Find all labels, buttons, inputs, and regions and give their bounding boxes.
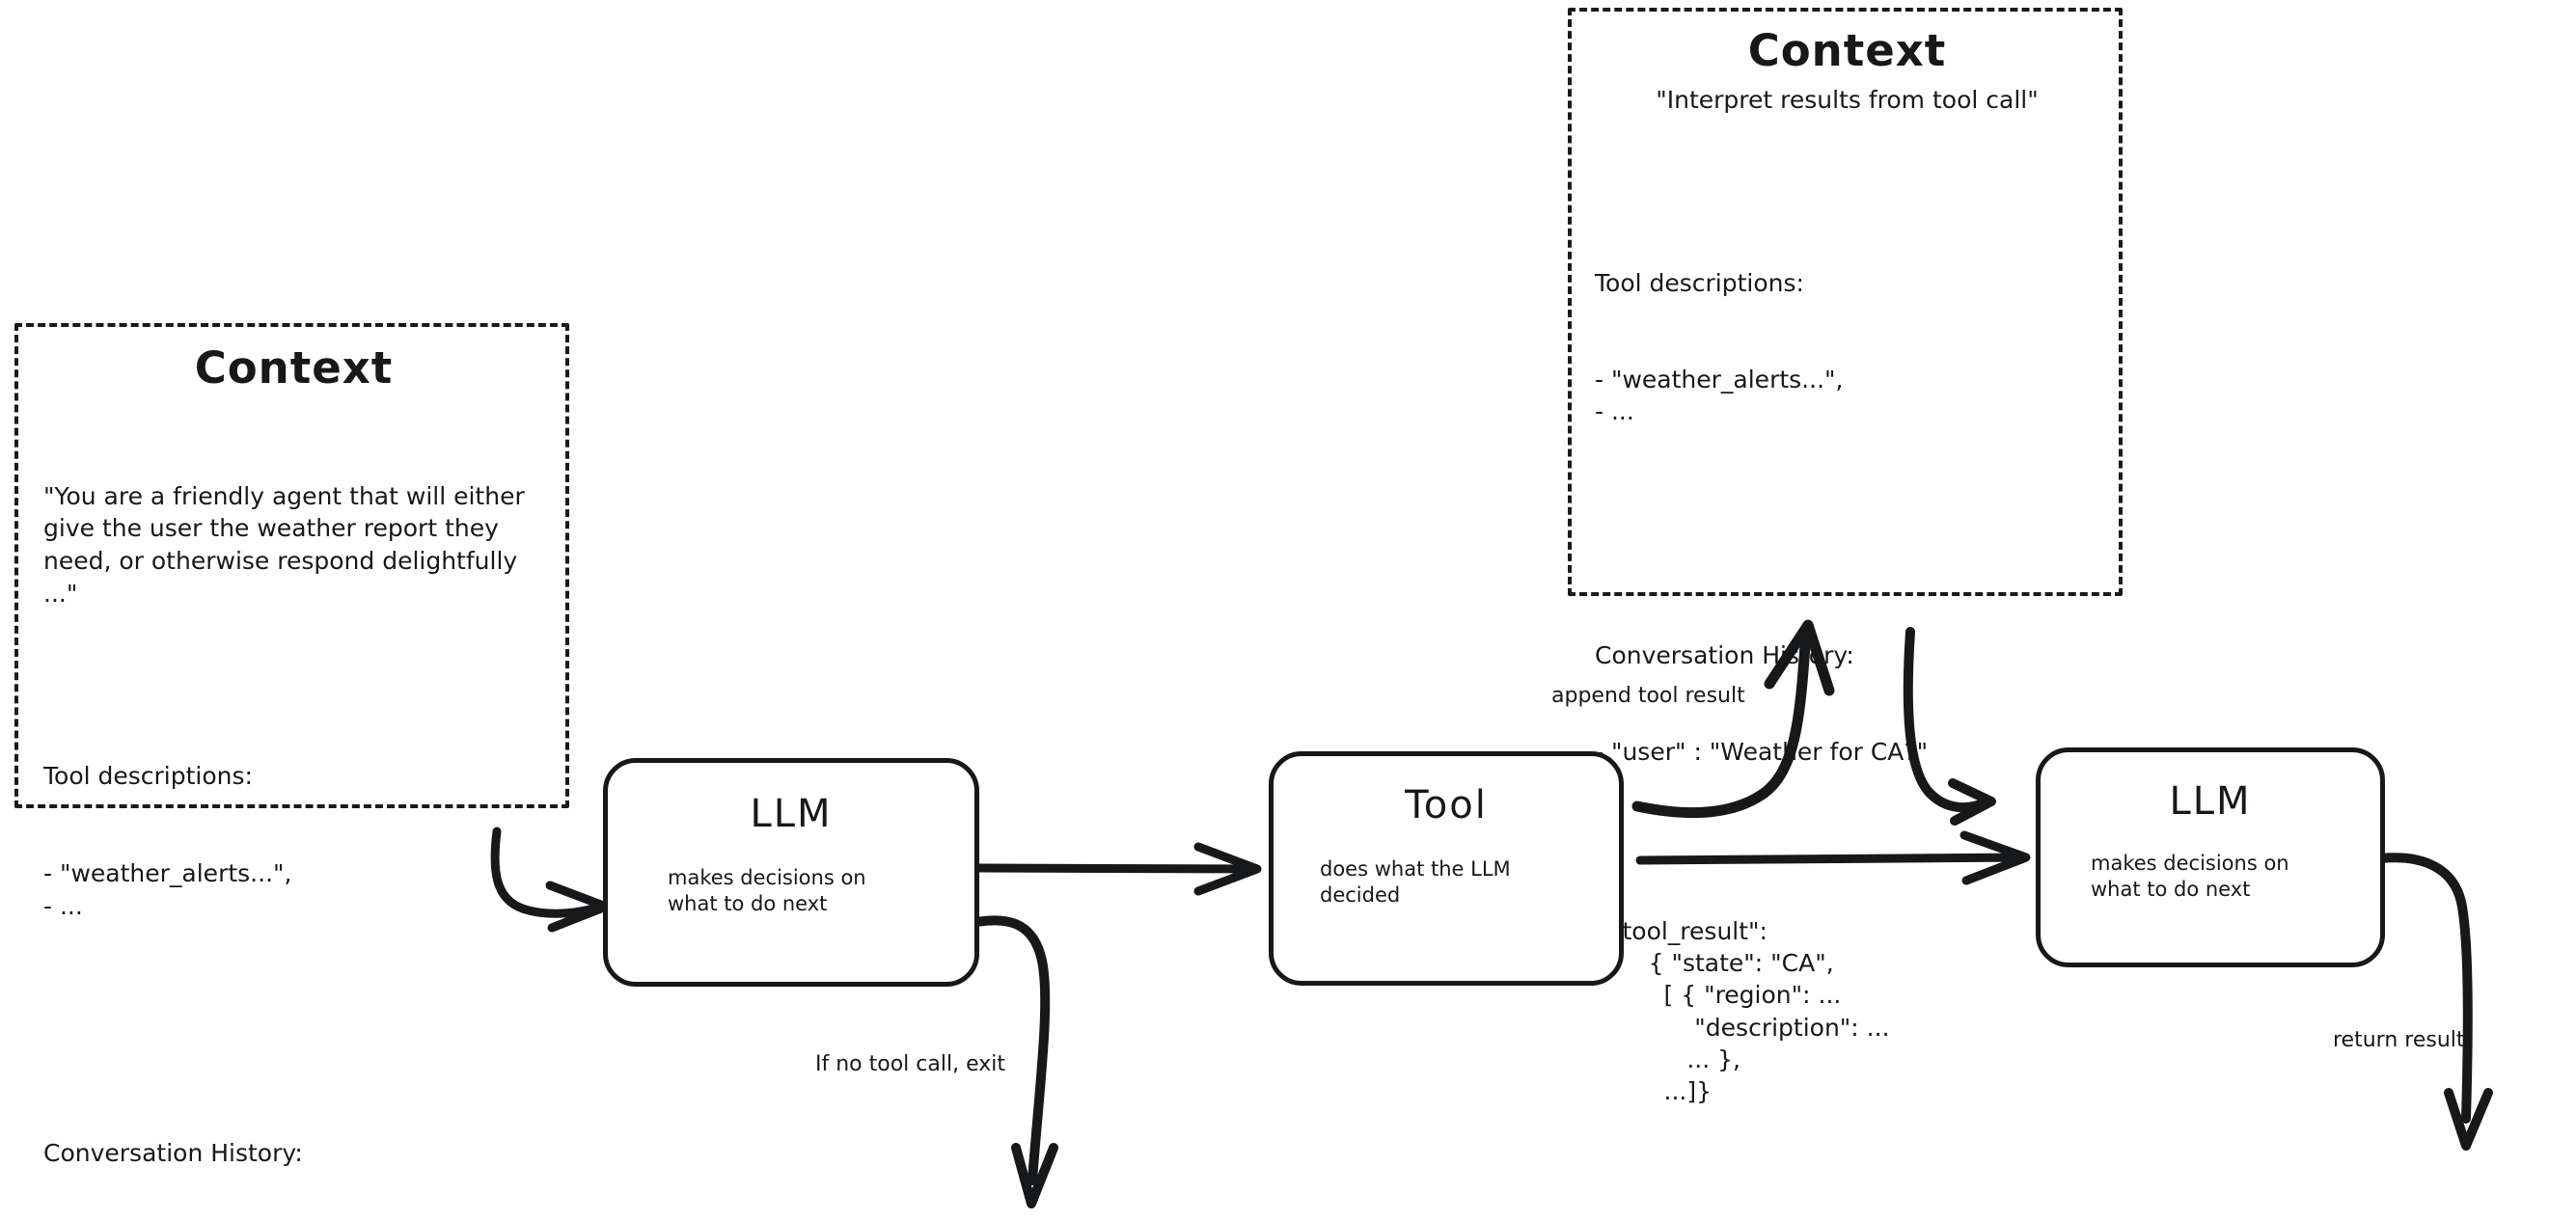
edge-no-tool-call-exit-head	[1011, 1143, 1058, 1208]
context-left-tool-descriptions: Tool descriptions: - "weather_alerts..."…	[43, 694, 544, 988]
context-right-title: Context	[1747, 25, 1947, 76]
node-tool[interactable]: Tool does what the LLM decided	[1269, 751, 1624, 986]
context-left-conversation-heading: Conversation History:	[43, 1138, 303, 1167]
node-llm-second[interactable]: LLM makes decisions on what to do next	[2036, 747, 2385, 967]
context-left-tool-descriptions-items: - "weather_alerts...", - ...	[43, 858, 292, 920]
node-llm-first-title: LLM	[750, 792, 833, 836]
context-right-tool-descriptions-items: - "weather_alerts...", - ...	[1595, 365, 1844, 425]
edge-return-result-head	[2444, 1088, 2493, 1151]
context-right-tool-descriptions-heading: Tool descriptions:	[1595, 269, 1804, 297]
context-right-system-prompt: "Interpret results from tool call"	[1656, 86, 2039, 114]
node-llm-second-subtitle: makes decisions on what to do next	[2091, 852, 2289, 901]
context-right-body: Tool descriptions: - "weather_alerts..."…	[1595, 139, 2099, 1172]
context-right-tool-descriptions: Tool descriptions: - "weather_alerts..."…	[1595, 204, 2099, 492]
context-left-system-prompt: "You are a friendly agent that will eith…	[43, 481, 533, 608]
node-llm-first-subtitle: makes decisions on what to do next	[668, 866, 866, 915]
edge-llm1-to-tool-head	[1193, 842, 1262, 896]
context-right-tool-result: - "tool_result": { "state": "CA", [ { "r…	[1595, 916, 1890, 1105]
context-right-conversation-user: - "user" : "Weather for CA?"	[1595, 737, 1929, 766]
context-right-conversation-heading: Conversation History:	[1595, 640, 1854, 669]
context-left-body: "You are a friendly agent that will eith…	[43, 415, 544, 1221]
edge-label-return-result: return result	[2333, 1028, 2465, 1052]
context-box-initial: Context "You are a friendly agent that w…	[14, 323, 569, 1167]
edge-no-tool-call-exit	[972, 915, 1051, 1185]
edge-context-to-llm1-head	[545, 881, 611, 933]
node-llm-second-title: LLM	[2169, 779, 2252, 824]
node-llm-first[interactable]: LLM makes decisions on what to do next	[603, 758, 979, 987]
context-box-after-tool: Context "Interpret results from tool cal…	[1568, 8, 2123, 1105]
context-left-title: Context	[194, 342, 394, 393]
node-tool-title: Tool	[1405, 783, 1488, 828]
context-right-conversation: Conversation History: - "user" : "Weathe…	[1595, 575, 2099, 831]
edge-return-result	[2376, 853, 2473, 1124]
edge-llm1-to-tool	[973, 863, 1259, 874]
context-left-conversation: Conversation History: - "user" : "Weathe…	[43, 1072, 544, 1221]
node-tool-subtitle: does what the LLM decided	[1320, 857, 1511, 907]
edge-label-no-tool-call-exit: If no tool call, exit	[815, 1052, 1005, 1076]
edge-label-append-tool-result: append tool result	[1551, 684, 1745, 708]
context-left-tool-descriptions-heading: Tool descriptions:	[43, 761, 253, 790]
